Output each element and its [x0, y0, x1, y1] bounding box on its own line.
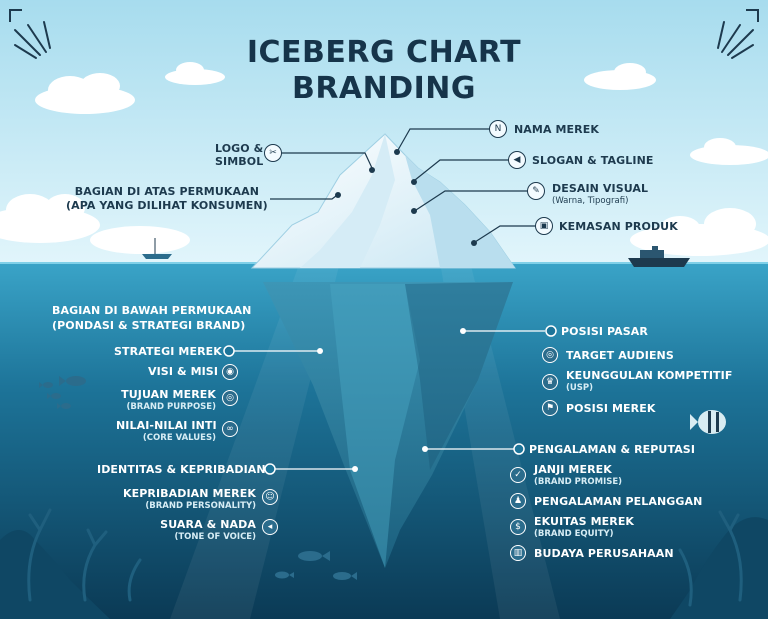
leader-lines-below — [234, 330, 545, 470]
clouds — [0, 62, 768, 256]
trophy-icon: ♛ — [542, 374, 558, 390]
fish-left-icon — [39, 376, 86, 409]
above-heading-line-2: (APA YANG DILIHAT KONSUMEN) — [66, 199, 268, 212]
posisi-merek-label: POSISI MEREK — [566, 402, 656, 415]
pengalaman-pelanggan-label: PENGALAMAN PELANGGAN — [534, 495, 703, 508]
slogan-label: SLOGAN & TAGLINE — [532, 154, 654, 167]
sun-rays-right-icon — [717, 21, 754, 59]
leader-dots-below — [317, 328, 466, 472]
seaweed-left-icon — [27, 508, 142, 602]
ekuitas-merek-sub: (BRAND EQUITY) — [534, 529, 614, 539]
janji-merek-sub: (BRAND PROMISE) — [534, 477, 623, 487]
pengalaman-label: PENGALAMAN & REPUTASI — [529, 443, 696, 456]
pen-icon: ✎ — [527, 182, 545, 200]
scissors-icon: ✂ — [264, 144, 282, 162]
ship-icon — [628, 246, 690, 267]
target-audiens-label: TARGET AUDIENS — [566, 349, 674, 362]
kemasan-label: KEMASAN PRODUK — [559, 220, 678, 233]
eye-icon: ◉ — [222, 364, 238, 380]
visi-misi-label: VISI & MISI — [148, 365, 219, 378]
tujuan-merek-sub: (BRAND PURPOSE) — [126, 402, 216, 412]
handshake-icon: ∞ — [222, 421, 238, 437]
above-surface-heading: BAGIAN DI ATAS PERMUKAAN (APA YANG DILIH… — [66, 185, 268, 213]
iceberg-underwater — [263, 282, 513, 568]
sailboat-icon — [142, 238, 172, 259]
fish-bottom-icon — [275, 551, 357, 580]
nama-merek-label: NAMA MEREK — [514, 123, 599, 136]
logo-label-line-2: SIMBOL — [215, 155, 264, 168]
title-line-1: ICEBERG CHART — [246, 35, 522, 70]
flag-icon: ⚑ — [542, 400, 558, 416]
node-rings — [223, 325, 557, 475]
posisi-pasar-label: POSISI PASAR — [561, 325, 648, 338]
below-heading-line-2: (PONDASI & STRATEGI BRAND) — [52, 319, 246, 332]
above-heading-line-1: BAGIAN DI ATAS PERMUKAAN — [74, 185, 260, 198]
angelfish-icon — [690, 410, 726, 434]
coral-left-icon — [0, 530, 110, 619]
sun-rays-left-icon — [14, 21, 51, 59]
title-line-2: BRANDING — [291, 71, 477, 106]
box-icon: ▣ — [535, 217, 553, 235]
building-icon: ▥ — [510, 545, 526, 561]
suara-nada-label: SUARA & NADA — [160, 518, 256, 531]
desain-visual-sub: (Warna, Tipografi) — [552, 196, 629, 206]
ekuitas-merek-label: EKUITAS MEREK — [534, 515, 635, 528]
page-title: ICEBERG CHART BRANDING — [0, 35, 768, 107]
budaya-label: BUDAYA PERUSAHAAN — [534, 547, 674, 560]
megaphone-icon: ◀ — [508, 151, 526, 169]
desain-visual-label: DESAIN VISUAL — [552, 182, 649, 195]
speaker-icon: ◂ — [262, 519, 278, 535]
target-audiens-icon: ◎ — [542, 347, 558, 363]
nilai-inti-label: NILAI-NILAI INTI — [116, 419, 217, 432]
kepribadian-label: KEPRIBADIAN MEREK — [122, 487, 256, 500]
coral-right-icon — [670, 517, 768, 619]
identitas-label: IDENTITAS & KEPRIBADIAN — [97, 463, 266, 476]
promise-icon: ✓ — [510, 467, 526, 483]
janji-merek-label: JANJI MEREK — [534, 463, 612, 476]
below-surface-heading: BAGIAN DI BAWAH PERMUKAAN (PONDASI & STR… — [52, 303, 251, 333]
below-heading-line-1: BAGIAN DI BAWAH PERMUKAAN — [52, 304, 252, 317]
suara-nada-sub: (TONE OF VOICE) — [174, 532, 256, 542]
keunggulan-label: KEUNGGULAN KOMPETITIF — [566, 369, 733, 382]
n-badge-icon: N — [489, 120, 507, 138]
people-icon: ♟ — [510, 493, 526, 509]
keunggulan-sub: (USP) — [566, 383, 594, 393]
kepribadian-sub: (BRAND PERSONALITY) — [145, 501, 256, 511]
seaweed-right-icon — [678, 510, 743, 607]
tujuan-merek-label: TUJUAN MEREK — [121, 388, 216, 401]
logo-label-line-1: LOGO & — [215, 142, 264, 155]
strategi-merek-label: STRATEGI MEREK — [114, 345, 222, 358]
target-icon: ◎ — [222, 390, 238, 406]
leader-dots-above — [335, 149, 477, 246]
person-icon: ☺ — [262, 489, 278, 505]
nilai-inti-sub: (CORE VALUES) — [142, 433, 216, 443]
coin-icon: $ — [510, 519, 526, 535]
logo-label: LOGO & SIMBOL — [215, 142, 263, 168]
